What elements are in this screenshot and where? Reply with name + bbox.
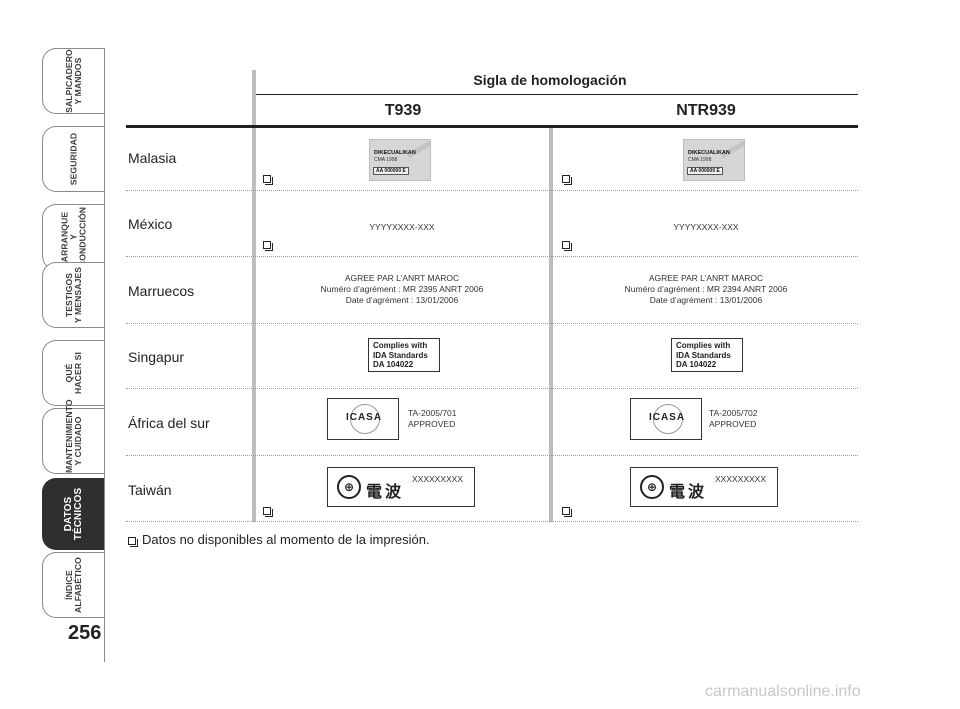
icasa-logo-text: ICASA	[345, 412, 383, 423]
country-label: Marruecos	[128, 283, 195, 299]
table-title: Sigla de homologación	[473, 72, 627, 88]
not-available-marker	[128, 537, 138, 547]
ida-line: Complies with	[373, 341, 428, 350]
tab-label: SALPICADERO Y MANDOS	[63, 49, 83, 113]
tab-seguridad[interactable]: SEGURIDAD	[42, 126, 104, 192]
tab-mantenimiento[interactable]: MANTENIMIENTO Y CUIDADO	[42, 399, 104, 474]
ida-line: Complies with	[676, 341, 731, 350]
country-label: México	[128, 216, 173, 232]
taiwan-code: XXXXXXXXX	[412, 474, 464, 484]
row-separator	[126, 323, 858, 324]
malaysia-approval-sticker: DIKECUALIKAN CMA 1998 AA 000000 E	[683, 139, 745, 181]
taiwan-code: XXXXXXXXX	[715, 474, 767, 484]
footnote-text: Datos no disponibles al momento de la im…	[142, 532, 430, 547]
icasa-approval: TA-2005/702 APPROVED	[709, 408, 758, 430]
ida-compliance-label: Complies with IDA Standards DA 104022	[671, 338, 743, 372]
tab-label: ÍNDICE ALFABÉTICO	[63, 557, 83, 613]
not-available-marker	[562, 241, 572, 251]
taiwan-seal-text: 電波	[669, 484, 708, 501]
icasa-logo: ICASA	[630, 398, 702, 440]
sticker-text: DIKECUALIKAN	[688, 150, 730, 156]
icasa-logo-text: ICASA	[648, 412, 686, 423]
tab-arranque[interactable]: ARRANQUE Y CONDUCCIÓN	[42, 204, 104, 270]
not-available-marker	[562, 175, 572, 185]
approval-text-block: AGREE PAR L’ANRT MAROC Numéro d’agrément…	[290, 273, 514, 306]
tab-label: DATOS TÉCNICOS	[62, 487, 84, 541]
taiwan-ncc-label: ⊕ 電波 XXXXXXXXX	[630, 467, 778, 507]
tab-label: ARRANQUE Y CONDUCCIÓN	[59, 206, 87, 268]
taiwan-seal-text: 電波	[366, 484, 405, 501]
approval-line: Date d’agrément : 13/01/2006	[345, 295, 459, 305]
not-available-marker	[562, 507, 572, 517]
approval-line: AGREE PAR L’ANRT MAROC	[344, 273, 460, 283]
ncc-seal-icon: ⊕	[640, 475, 664, 499]
row-separator	[126, 455, 858, 456]
tab-label: QUÉ HACER SI	[63, 352, 83, 394]
header-rule	[126, 125, 858, 128]
tab-salpicadero[interactable]: SALPICADERO Y MANDOS	[42, 48, 104, 114]
title-rule	[256, 94, 858, 95]
ida-line: IDA Standards	[676, 350, 731, 360]
approval-line: Numéro d’agrément : MR 2394 ANRT 2006	[624, 284, 788, 294]
country-label: Malasia	[128, 150, 177, 166]
ida-line: IDA Standards	[373, 350, 428, 360]
country-label: Taiwán	[128, 482, 172, 498]
country-label: Singapur	[128, 349, 185, 365]
icasa-logo: ICASA	[327, 398, 399, 440]
country-label: África del sur	[128, 415, 210, 431]
approval-code: YYYYXXXX-XXX	[673, 222, 739, 232]
icasa-code: TA-2005/702	[709, 408, 758, 418]
malaysia-approval-sticker: DIKECUALIKAN CMA 1998 AA 000000 E	[369, 139, 431, 181]
row-separator	[126, 521, 858, 522]
icasa-logo-circle	[350, 404, 380, 434]
approval-code: YYYYXXXX-XXX	[369, 222, 435, 232]
ida-compliance-label: Complies with IDA Standards DA 104022	[368, 338, 440, 372]
sticker-text: DIKECUALIKAN	[374, 150, 416, 156]
not-available-marker	[263, 507, 273, 517]
ncc-seal-icon: ⊕	[337, 475, 361, 499]
approval-line: Numéro d’agrément : MR 2395 ANRT 2006	[320, 284, 484, 294]
sidebar-divider	[104, 48, 105, 662]
ida-line: DA 104022	[373, 360, 414, 369]
not-available-marker	[263, 175, 273, 185]
sticker-text: CMA 1998	[688, 157, 712, 163]
taiwan-ncc-label: ⊕ 電波 XXXXXXXXX	[327, 467, 475, 507]
tab-label: TESTIGOS Y MENSAJES	[63, 266, 83, 324]
tab-label: SEGURIDAD	[68, 132, 78, 186]
sticker-code: AA 000000 E	[373, 167, 409, 175]
not-available-marker	[263, 241, 273, 251]
page-number: 256	[68, 622, 102, 644]
approval-line: AGREE PAR L’ANRT MAROC	[648, 273, 764, 283]
row-separator	[126, 388, 858, 389]
ida-line: DA 104022	[676, 360, 717, 369]
icasa-approval: TA-2005/701 APPROVED	[408, 408, 457, 430]
icasa-logo-circle	[653, 404, 683, 434]
column-divider	[549, 128, 553, 522]
icasa-code: TA-2005/701	[408, 408, 457, 418]
sticker-text: CMA 1998	[374, 157, 398, 163]
tab-label: MANTENIMIENTO Y CUIDADO	[63, 399, 83, 473]
tab-que-hacer[interactable]: QUÉ HACER SI	[42, 340, 104, 406]
column-header-t939: T939	[384, 102, 422, 119]
footnote: Datos no disponibles al momento de la im…	[128, 532, 430, 547]
sticker-code: AA 000000 E	[687, 167, 723, 175]
row-separator	[126, 256, 858, 257]
row-separator	[126, 190, 858, 191]
watermark: carmanualsonline.info	[705, 683, 861, 700]
tab-datos-tecnicos[interactable]: DATOS TÉCNICOS	[42, 478, 104, 550]
icasa-status: APPROVED	[709, 419, 757, 429]
tab-indice[interactable]: ÍNDICE ALFABÉTICO	[42, 552, 104, 618]
approval-line: Date d’agrément : 13/01/2006	[649, 295, 763, 305]
tab-testigos[interactable]: TESTIGOS Y MENSAJES	[42, 262, 104, 328]
icasa-status: APPROVED	[408, 419, 456, 429]
column-header-ntr939: NTR939	[676, 102, 736, 119]
column-divider	[252, 70, 256, 522]
approval-text-block: AGREE PAR L’ANRT MAROC Numéro d’agrément…	[594, 273, 818, 306]
